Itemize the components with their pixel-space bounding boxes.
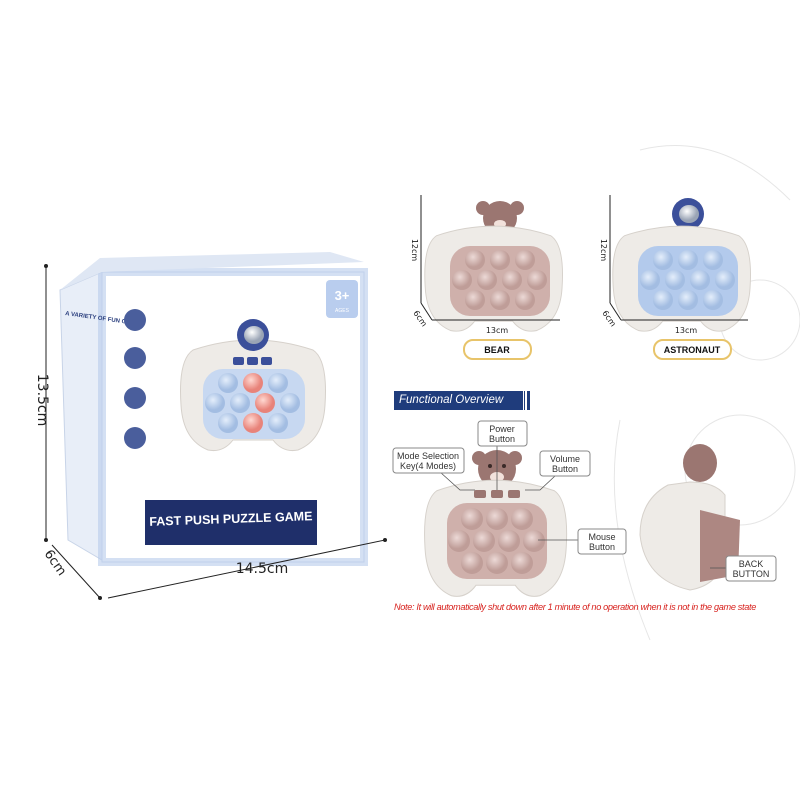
astronaut-variant bbox=[612, 198, 752, 332]
astronaut-label: ASTRONAUT bbox=[664, 345, 721, 355]
bear-height-label: 12cm bbox=[410, 239, 419, 262]
svg-text:BACK: BACK bbox=[739, 559, 764, 569]
overview-front-device bbox=[424, 450, 568, 597]
functional-overview-banner: Functional Overview bbox=[394, 391, 526, 410]
box-title: FAST PUSH PUZZLE GAME bbox=[149, 509, 313, 529]
bear-variant bbox=[424, 201, 564, 332]
banner-accent bbox=[527, 391, 530, 410]
feature-icons bbox=[124, 309, 146, 449]
bear-label-pill bbox=[463, 339, 532, 360]
bear-label: BEAR bbox=[484, 345, 510, 355]
age-badge bbox=[326, 280, 358, 318]
age-badge-value: 3+ bbox=[335, 288, 350, 303]
svg-text:Button: Button bbox=[489, 434, 515, 444]
volume-key bbox=[508, 490, 520, 498]
callout-leaders bbox=[439, 446, 726, 569]
box-dimension-lines bbox=[45, 266, 386, 599]
astronaut-label-pill bbox=[653, 339, 732, 360]
svg-text:Mouse: Mouse bbox=[588, 532, 615, 542]
svg-text:BUTTON: BUTTON bbox=[733, 569, 770, 579]
svg-text:Key(4 Modes): Key(4 Modes) bbox=[400, 461, 456, 471]
astronaut-width-label: 13cm bbox=[675, 326, 698, 335]
astronaut-height-label: 12cm bbox=[599, 239, 608, 262]
svg-text:Button: Button bbox=[589, 542, 615, 552]
box-depth-label: 6cm bbox=[41, 547, 69, 579]
svg-text:Mode Selection: Mode Selection bbox=[397, 451, 459, 461]
svg-text:Button: Button bbox=[552, 464, 578, 474]
svg-text:Power: Power bbox=[489, 424, 515, 434]
box-height-label: 13.5cm bbox=[34, 374, 50, 427]
box-width-label: 14.5cm bbox=[236, 561, 289, 577]
product-box: 3+ AGES A VARIETY OF FUN GAMES FAST PUSH… bbox=[59, 252, 368, 566]
mode-key bbox=[474, 490, 486, 498]
age-badge-label: AGES bbox=[335, 308, 350, 314]
svg-text:Volume: Volume bbox=[550, 454, 580, 464]
bear-width-label: 13cm bbox=[486, 326, 509, 335]
auto-shutdown-note: Note: It will automatically shut down af… bbox=[394, 602, 756, 612]
power-key bbox=[491, 490, 503, 498]
overview-side-device bbox=[639, 444, 740, 591]
